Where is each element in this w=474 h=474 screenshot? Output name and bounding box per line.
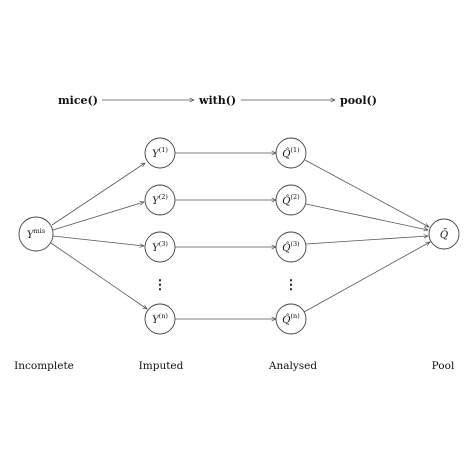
stage-label-incomplete: Incomplete	[14, 360, 74, 372]
svg-text:Q̂(1): Q̂(1)	[282, 146, 300, 160]
node-analysed-3: Q̂(3)	[275, 231, 307, 263]
edges-imputed-to-analysed	[174, 153, 276, 319]
edges-analysed-to-pooled	[303, 159, 430, 313]
node-imputed-n: Y(n)	[144, 303, 176, 335]
stage-label-pool: Pool	[432, 360, 455, 372]
pool-function-label: pool()	[340, 94, 377, 107]
with-function-label: with()	[198, 94, 236, 107]
svg-text:Y(2): Y(2)	[152, 193, 168, 207]
node-ymis: Ymis	[18, 216, 54, 252]
svg-text:Q̄: Q̄	[440, 229, 448, 241]
node-analysed-2: Q̂(2)	[275, 184, 307, 216]
svg-text:Q̂(n): Q̂(n)	[282, 312, 300, 326]
stage-label-imputed: Imputed	[139, 360, 184, 372]
node-imputed-3: Y(3)	[144, 231, 176, 263]
analysed-ellipsis: ⋮	[285, 278, 298, 293]
mice-function-label: mice()	[58, 94, 98, 107]
imputed-ellipsis: ⋮	[154, 278, 167, 293]
node-imputed-1: Y(1)	[144, 137, 176, 169]
node-analysed-n: Q̂(n)	[275, 303, 307, 335]
node-pooled: Q̄	[428, 218, 460, 250]
svg-text:Q̂(3): Q̂(3)	[282, 240, 300, 254]
node-analysed-1: Q̂(1)	[275, 137, 307, 169]
edges-ymis-to-imputed	[50, 163, 147, 309]
svg-text:Y(3): Y(3)	[152, 240, 168, 254]
node-imputed-2: Y(2)	[144, 184, 176, 216]
svg-text:Y(1): Y(1)	[152, 146, 168, 160]
svg-text:Y(n): Y(n)	[152, 312, 168, 326]
svg-text:Ymis: Ymis	[27, 227, 45, 241]
stage-label-analysed: Analysed	[268, 360, 317, 372]
svg-text:Q̂(2): Q̂(2)	[282, 193, 300, 207]
